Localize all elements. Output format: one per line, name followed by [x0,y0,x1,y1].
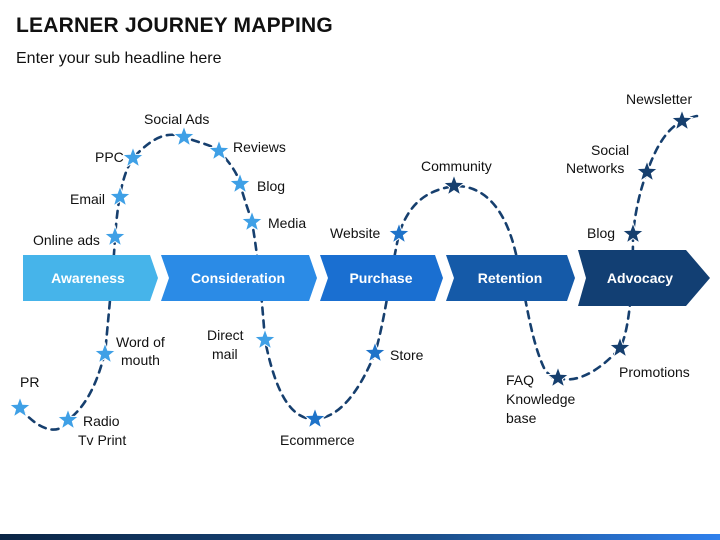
label-social: Social [591,142,629,158]
label-direct: Direct [207,327,244,343]
star-icon-email [108,184,132,208]
star-icon-social-networks [635,159,659,183]
star-icon-online-ads [103,224,127,248]
label-tv-print: Tv Print [78,432,126,448]
label-radio: Radio [83,413,120,429]
stage-awareness[interactable]: Awareness [23,255,158,301]
label-store: Store [390,347,424,363]
page-subtitle: Enter your sub headline here [16,50,222,67]
stage-awareness-label: Awareness [51,270,125,286]
star-icon-website [387,221,411,245]
page-title: LEARNER JOURNEY MAPPING [16,14,333,37]
label-reviews: Reviews [233,139,286,155]
label-website: Website [330,225,381,241]
star-icon-reviews [207,138,231,162]
stage-consideration[interactable]: Consideration [161,255,317,301]
star-icon-blog-consideration [228,171,252,195]
star-icon-faq [546,365,570,389]
label-mouth: mouth [121,352,160,368]
label-community: Community [421,158,492,174]
star-icon-ecommerce [303,406,327,430]
stage-advocacy[interactable]: Advocacy [578,250,710,306]
stage-purchase[interactable]: Purchase [320,255,443,301]
label-ecommerce: Ecommerce [280,432,355,448]
star-icon-media [240,209,264,233]
journey-path [18,114,699,431]
label-networks: Networks [566,160,624,176]
label-social-ads: Social Ads [144,111,209,127]
star-icon-newsletter [670,108,694,132]
star-icon-blog-advocacy [621,221,645,245]
label-word-of: Word of [116,334,165,350]
label-blog-advocacy: Blog [587,225,615,241]
star-icon-radio [56,407,80,431]
label-pr: PR [20,374,39,390]
label-promotions: Promotions [619,364,690,380]
stage-consideration-label: Consideration [191,270,285,286]
label-media: Media [268,215,306,231]
label-online-ads: Online ads [33,232,100,248]
star-icon-social-ads [172,124,196,148]
stage-advocacy-label: Advocacy [607,270,673,286]
star-icon-store [363,340,387,364]
star-icon-pr [8,395,32,419]
label-base: base [506,410,537,426]
star-icon-word-of-mouth [93,341,117,365]
star-icon-community [442,173,466,197]
label-knowledge: Knowledge [506,391,575,407]
star-icon-ppc [121,145,145,169]
label-ppc: PPC [95,149,124,165]
stage-purchase-label: Purchase [349,270,412,286]
label-mail: mail [212,346,238,362]
star-icon-direct-mail [253,327,277,351]
label-email: Email [70,191,105,207]
label-newsletter: Newsletter [626,91,692,107]
stage-retention-label: Retention [478,270,543,286]
footer-accent-bar [0,534,720,540]
label-faq: FAQ [506,372,534,388]
star-icon-promotions [608,335,632,359]
label-blog-consideration: Blog [257,178,285,194]
stage-retention[interactable]: Retention [446,255,575,301]
